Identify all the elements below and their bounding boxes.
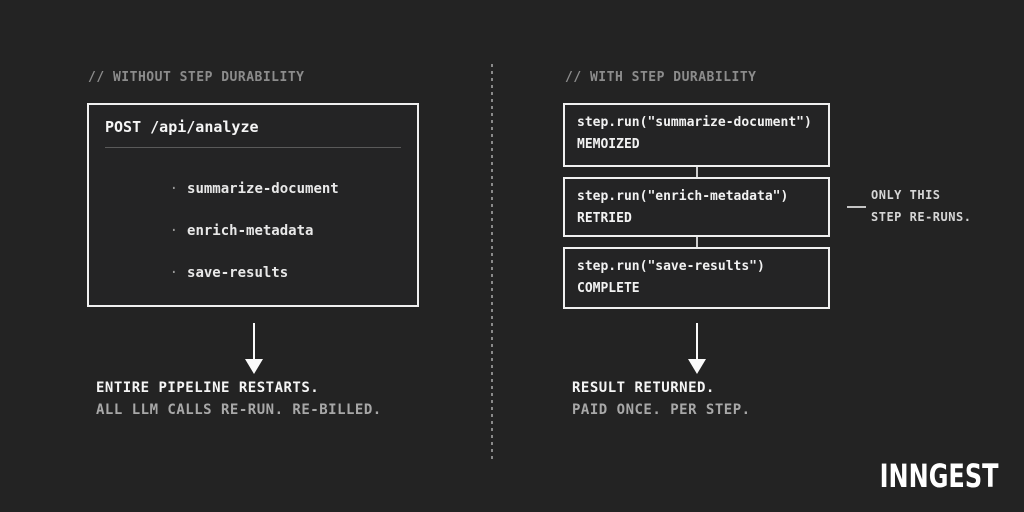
pipeline-title: POST /api/analyze	[105, 118, 259, 136]
arrow-head	[688, 359, 706, 374]
inngest-logo: INNGEST	[879, 457, 998, 495]
left-result-headline: ENTIRE PIPELINE RESTARTS.	[96, 380, 320, 396]
step-status-badge: RETRIED	[577, 211, 632, 226]
right-result-headline: RESULT RETURNED.	[572, 380, 715, 396]
step-connector-line	[696, 237, 698, 247]
bullet-dot-icon: ·	[169, 265, 179, 281]
step-status-badge: COMPLETE	[577, 281, 640, 296]
step-box-save: step.run("save-results") COMPLETE	[563, 247, 830, 309]
arrow-head	[245, 359, 263, 374]
arrow-line	[253, 323, 255, 359]
annotation-text-line2: STEP RE-RUNS.	[871, 210, 972, 224]
arrow-down-icon	[244, 323, 264, 375]
pipeline-step-label: save-results	[187, 265, 289, 281]
right-result-subline: PAID ONCE. PER STEP.	[572, 402, 751, 418]
pipeline-step-item: · enrich-metadata	[119, 207, 314, 255]
pipeline-step-item: · save-results	[119, 249, 289, 297]
right-section-header: // WITH STEP DURABILITY	[565, 70, 757, 85]
pipeline-step-label: enrich-metadata	[187, 223, 314, 239]
step-box-enrich: step.run("enrich-metadata") RETRIED	[563, 177, 830, 237]
annotation-callout-line	[847, 206, 866, 208]
bullet-dot-icon: ·	[169, 181, 179, 197]
dotted-divider-line	[491, 64, 493, 462]
step-connector-line	[696, 167, 698, 177]
step-status-badge: MEMOIZED	[577, 137, 640, 152]
step-code: step.run("save-results")	[577, 259, 765, 274]
step-code: step.run("enrich-metadata")	[577, 189, 789, 204]
pipeline-request-box: POST /api/analyze · summarize-document · e…	[87, 103, 419, 307]
pipeline-step-item: · summarize-document	[119, 165, 339, 213]
step-box-summarize: step.run("summarize-document") MEMOIZED	[563, 103, 830, 167]
pipeline-step-label: summarize-document	[187, 181, 339, 197]
left-section-header: // WITHOUT STEP DURABILITY	[88, 70, 305, 85]
arrow-down-icon	[687, 323, 707, 375]
left-result-subline: ALL LLM CALLS RE-RUN. RE-BILLED.	[96, 402, 382, 418]
step-code: step.run("summarize-document")	[577, 115, 812, 130]
divider-line	[105, 147, 401, 148]
arrow-line	[696, 323, 698, 359]
bullet-dot-icon: ·	[169, 223, 179, 239]
annotation-text-line1: ONLY THIS	[871, 188, 941, 202]
